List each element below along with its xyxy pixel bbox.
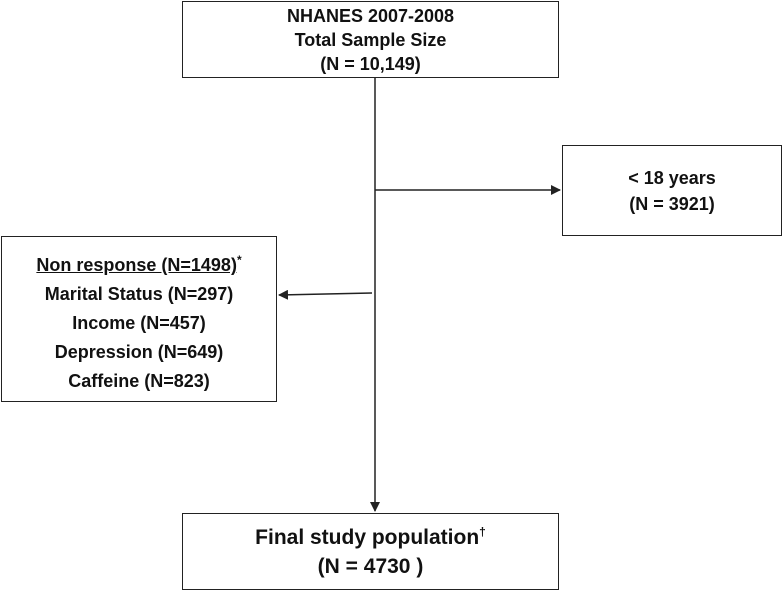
- final-population-title: Final study population†: [255, 523, 486, 552]
- exclusion-arrow-nonresponse: [278, 289, 373, 300]
- total-sample-count: (N = 10,149): [320, 53, 421, 74]
- age-exclusion-count: (N = 3921): [629, 193, 715, 214]
- nonresponse-header-text: Non response (N=1498): [36, 255, 237, 275]
- final-population-box: Final study population† (N = 4730 ): [182, 513, 559, 590]
- nonresponse-header: Non response (N=1498)*: [36, 251, 241, 280]
- final-population-title-text: Final study population: [255, 525, 480, 549]
- age-exclusion-box: < 18 years (N = 3921): [562, 145, 782, 236]
- total-sample-title: NHANES 2007-2008: [286, 5, 455, 26]
- total-sample-box: NHANES 2007-2008 Total Sample Size (N = …: [182, 1, 559, 78]
- nonresponse-item-income: Income (N=457): [72, 313, 206, 333]
- nonresponse-box: Non response (N=1498)* Marital Status (N…: [1, 236, 277, 402]
- final-population-footnote-marker: †: [479, 524, 486, 539]
- age-exclusion-label: < 18 years: [628, 167, 716, 188]
- nonresponse-item-depression: Depression (N=649): [54, 342, 224, 362]
- nonresponse-item-caffeine: Caffeine (N=823): [68, 371, 210, 391]
- final-population-count: (N = 4730 ): [317, 554, 424, 578]
- nonresponse-item-marital-status: Marital Status (N=297): [44, 284, 234, 304]
- nonresponse-footnote-marker: *: [236, 253, 242, 267]
- total-sample-subtitle: Total Sample Size: [294, 29, 447, 50]
